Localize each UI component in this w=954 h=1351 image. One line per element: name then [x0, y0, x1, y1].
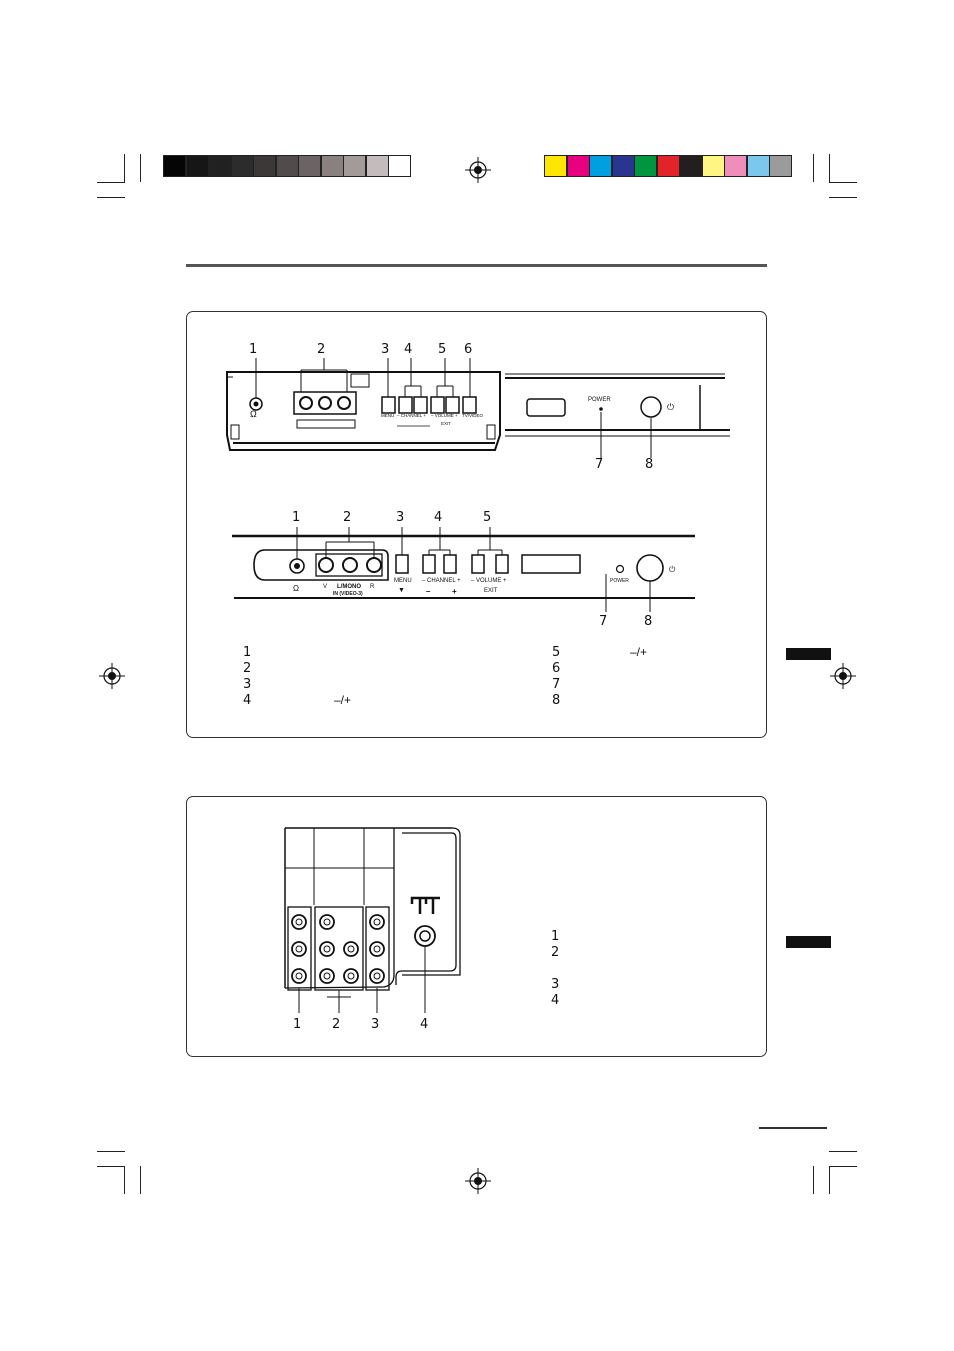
rear-legend-1: 1 [551, 929, 560, 944]
front-panel-drawing-bottom [232, 527, 695, 612]
callout-top-4: 4 [404, 342, 413, 357]
gray-swatch [388, 155, 411, 177]
label-channel-plus: + [452, 587, 457, 596]
footer-rule [759, 1127, 827, 1129]
legend-num-8: 8 [552, 693, 561, 708]
power-symbol-icon-bottom: ⏻ [669, 565, 676, 574]
callout-top-8: 8 [645, 457, 654, 472]
color-swatch [589, 155, 612, 177]
front-controls-panel [186, 311, 767, 738]
gray-swatch [185, 155, 209, 177]
registration-mark-right [830, 663, 856, 689]
label-v: V [323, 584, 328, 590]
rear-legend-2: 2 [551, 945, 560, 960]
label-exit: EXIT [484, 588, 498, 594]
callout-top-7: 7 [595, 457, 604, 472]
side-tab-lower [786, 936, 831, 948]
legend-text-5: –/+ [630, 645, 648, 659]
legend-num-1: 1 [243, 645, 252, 660]
callout-bottom-8: 8 [644, 614, 653, 629]
label-in-video: IN (VIDEO-3) [333, 591, 363, 597]
color-swatch [746, 155, 770, 177]
rear-legend-4: 4 [551, 993, 560, 1008]
registration-mark-top [465, 157, 491, 183]
legend-num-4: 4 [243, 693, 252, 708]
gray-swatch [365, 155, 389, 177]
label-exit-top: EXIT [441, 421, 452, 426]
legend-num-5: 5 [552, 645, 561, 660]
rear-panel-drawing [284, 827, 461, 1013]
rear-connectors-panel [186, 796, 767, 1057]
rear-legend-3: 3 [551, 977, 560, 992]
label-volume-top: – VOLUME + [431, 413, 458, 418]
headphone-symbol-icon: Ω [293, 584, 299, 593]
registration-mark-left [99, 663, 125, 689]
rear-callout-4: 4 [420, 1017, 429, 1032]
color-swatch [544, 155, 567, 177]
rear-callout-1: 1 [293, 1017, 302, 1032]
legend-num-6: 6 [552, 661, 561, 676]
color-swatch [566, 155, 590, 177]
callout-top-1: 1 [249, 342, 258, 357]
gray-swatch [298, 155, 321, 177]
headphone-icon: Ω [250, 409, 257, 419]
gray-swatch [253, 155, 276, 177]
label-volume: – VOLUME + [471, 578, 507, 584]
legend-num-7: 7 [552, 677, 561, 692]
callout-top-2: 2 [317, 342, 326, 357]
side-tab-upper [786, 648, 831, 660]
callout-top-3: 3 [381, 342, 390, 357]
gray-swatch [208, 155, 231, 177]
rear-callout-2: 2 [332, 1017, 341, 1032]
label-channel-minus: – [426, 587, 431, 596]
gray-swatch [343, 155, 366, 177]
callout-bottom-4: 4 [434, 510, 443, 525]
gray-swatch [320, 155, 344, 177]
label-power-top: POWER [588, 397, 611, 403]
legend-text-4: –/+ [334, 693, 352, 707]
arrow-down-icon: ▼ [398, 587, 405, 594]
callout-bottom-3: 3 [396, 510, 405, 525]
label-l-mono: L/MONO [337, 584, 361, 590]
legend-num-3: 3 [243, 677, 252, 692]
power-symbol-icon: ⏻ [667, 402, 675, 412]
label-channel-top: – CHANNEL + [397, 413, 426, 418]
color-swatch [701, 155, 725, 177]
color-swatch [634, 155, 657, 177]
registration-mark-bottom [465, 1168, 491, 1194]
callout-bottom-7: 7 [599, 614, 608, 629]
label-tv-video-top: TV/VIDEO [462, 413, 484, 418]
gray-swatch [230, 155, 254, 177]
callout-top-6: 6 [464, 342, 473, 357]
callout-top-5: 5 [438, 342, 447, 357]
color-swatch [724, 155, 747, 177]
rear-callout-3: 3 [371, 1017, 380, 1032]
callout-bottom-5: 5 [483, 510, 492, 525]
color-swatch [769, 155, 792, 177]
color-swatch [656, 155, 680, 177]
label-menu-top: MENU [381, 413, 395, 418]
gray-swatch [163, 155, 186, 177]
label-power: POWER [610, 578, 629, 584]
front-panel-drawing-top [226, 358, 730, 458]
label-r: R [370, 584, 375, 590]
gray-swatch [275, 155, 299, 177]
callout-bottom-1: 1 [292, 510, 301, 525]
header-rule [186, 264, 767, 267]
callout-bottom-2: 2 [343, 510, 352, 525]
label-menu: MENU [394, 578, 412, 584]
legend-num-2: 2 [243, 661, 252, 676]
color-swatch [611, 155, 635, 177]
label-channel: – CHANNEL + [422, 578, 461, 584]
color-swatch [679, 155, 702, 177]
